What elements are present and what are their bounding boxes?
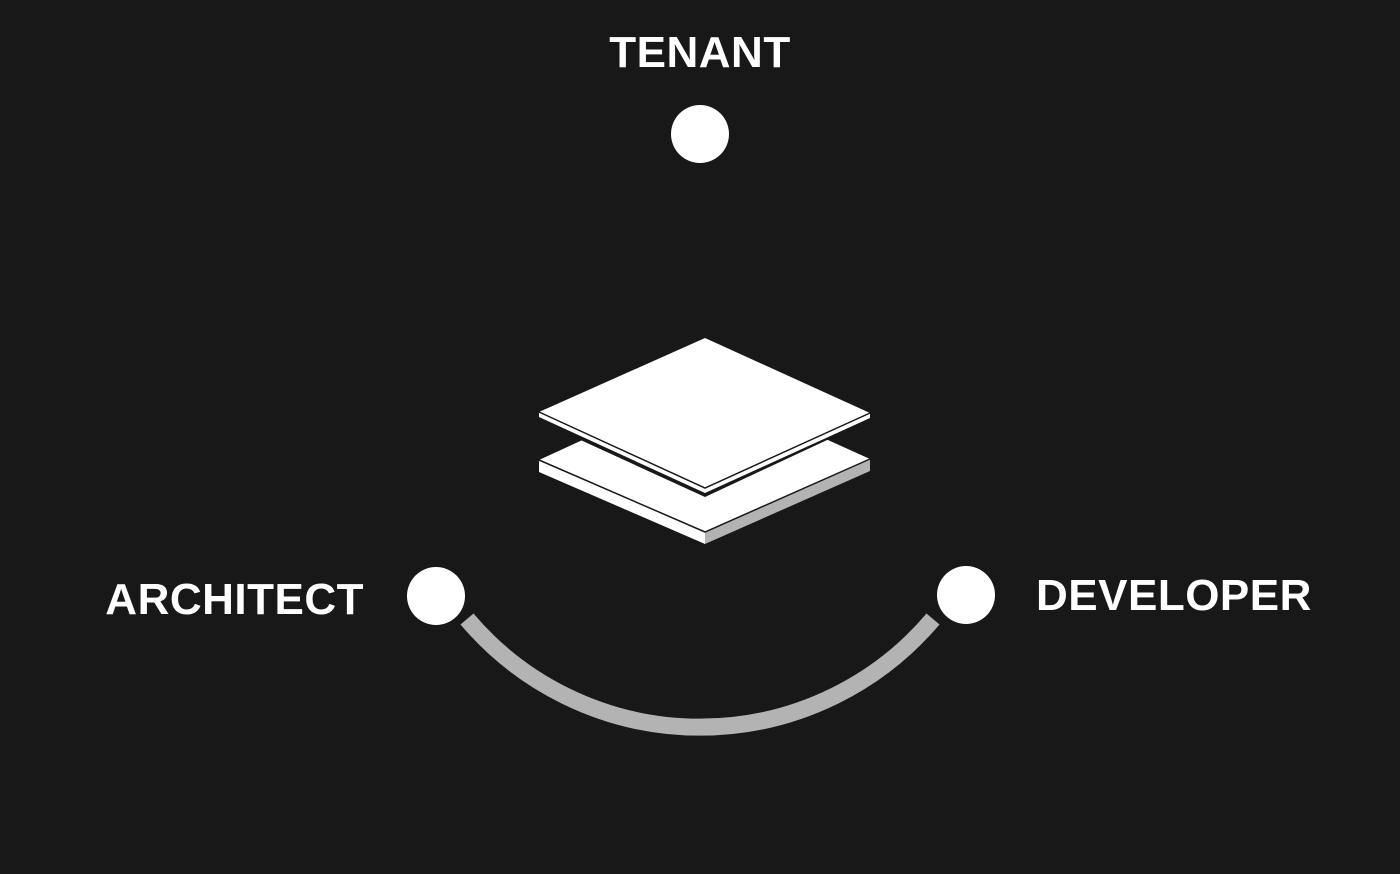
upper-layer [538,338,871,493]
architect-node [407,567,465,625]
architect-label: ARCHITECT [105,575,364,624]
tenant-node [671,105,729,163]
architect-developer-connector [460,613,940,736]
stacked-layers-icon [538,338,871,544]
developer-label: DEVELOPER [1036,571,1312,620]
developer-node [937,566,995,624]
tenant-label: TENANT [609,28,791,77]
